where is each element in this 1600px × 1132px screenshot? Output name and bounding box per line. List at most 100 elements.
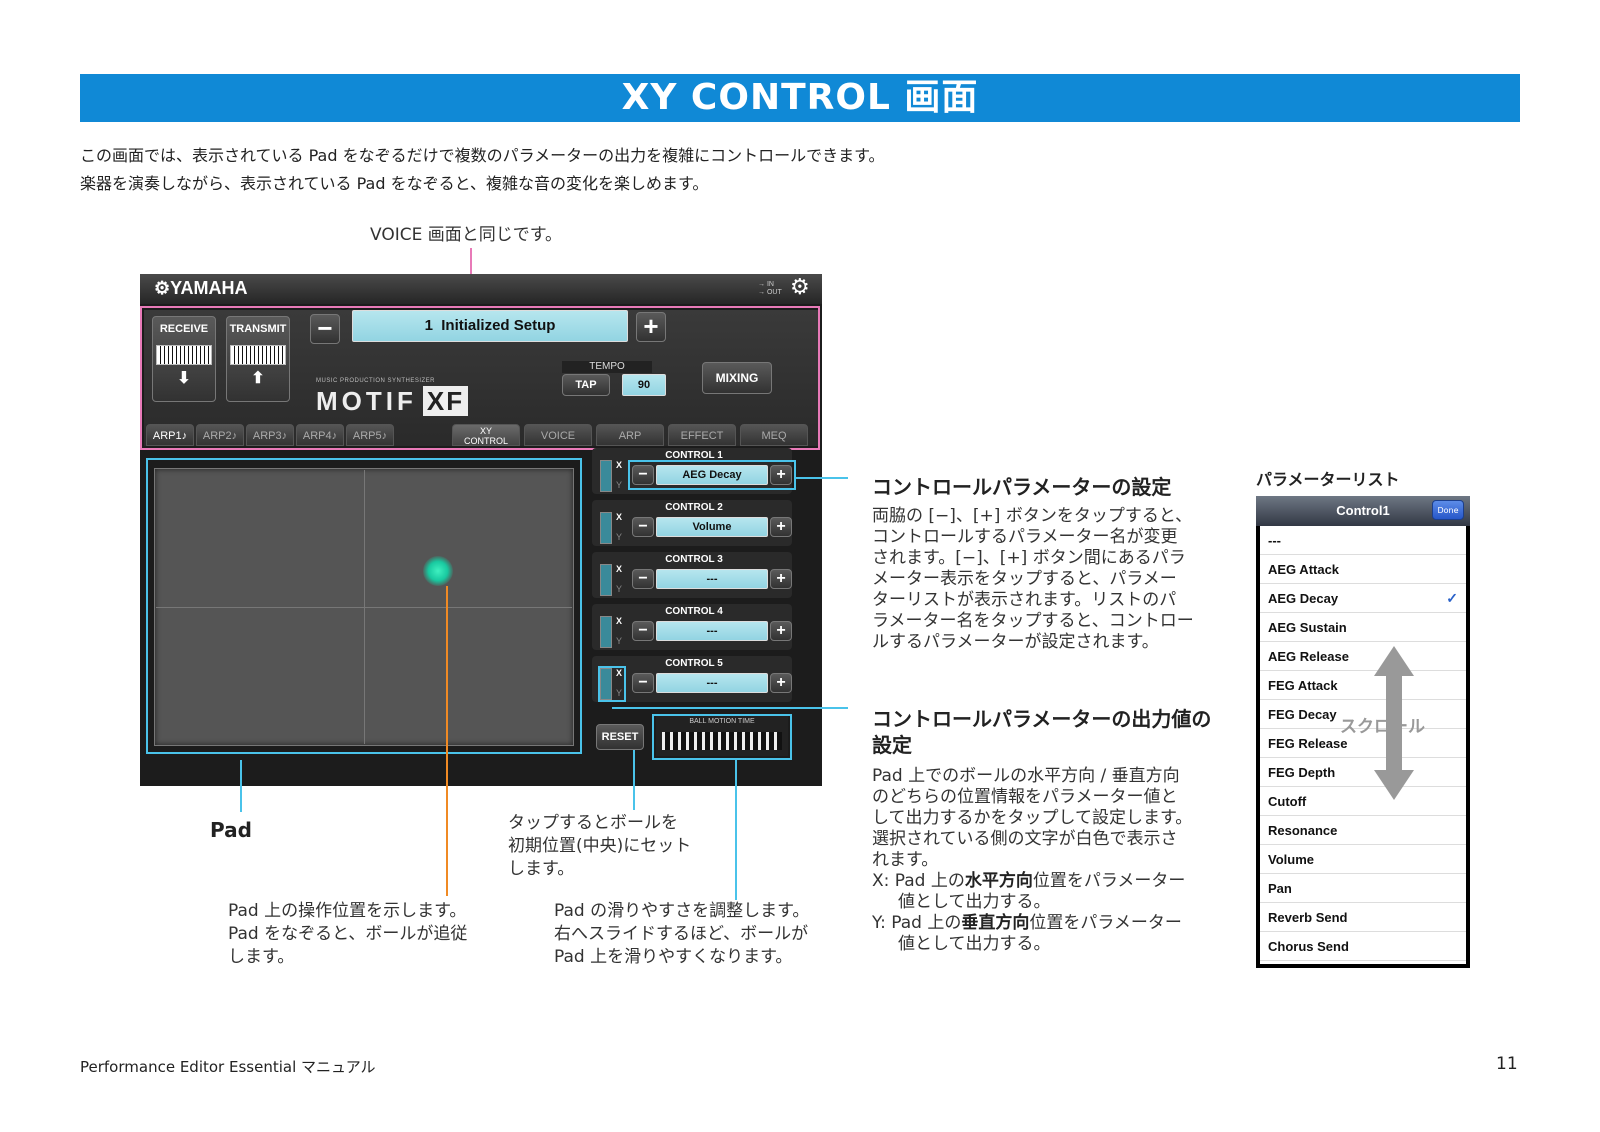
- list-item[interactable]: AEG Sustain: [1260, 613, 1466, 642]
- tab-effect[interactable]: EFFECT: [668, 424, 736, 446]
- control-3-y[interactable]: Y: [616, 584, 623, 594]
- tab-arp5[interactable]: ARP5♪: [346, 424, 394, 446]
- control-4-y[interactable]: Y: [616, 636, 623, 646]
- mixing-button[interactable]: MIXING: [702, 362, 772, 394]
- list-item[interactable]: FEG Attack: [1260, 671, 1466, 700]
- list-item[interactable]: FEG Decay: [1260, 700, 1466, 729]
- control-2-xy-switch[interactable]: [600, 512, 612, 544]
- tab-arp3[interactable]: ARP3♪: [246, 424, 294, 446]
- transmit-button[interactable]: TRANSMIT ⬆: [226, 316, 290, 402]
- done-button[interactable]: Done: [1432, 500, 1464, 520]
- control-2-value[interactable]: Volume: [656, 517, 768, 537]
- receive-button[interactable]: RECEIVE ⬇: [152, 316, 216, 402]
- control-4-xy-switch[interactable]: [600, 616, 612, 648]
- control-2-plus-button[interactable]: +: [770, 517, 792, 537]
- control-1-value[interactable]: AEG Decay: [656, 465, 768, 485]
- control-4-minus-button[interactable]: −: [632, 621, 654, 641]
- control-2-y[interactable]: Y: [616, 532, 623, 542]
- control-3-minus-button[interactable]: −: [632, 569, 654, 589]
- checkmark-icon: ✓: [1446, 590, 1458, 606]
- keyboard-icon: [230, 345, 286, 365]
- ball-motion-time-label: BALL MOTION TIME: [689, 718, 755, 725]
- voice-note: VOICE 画面と同じです。: [370, 225, 563, 245]
- list-item[interactable]: Chorus Send: [1260, 932, 1466, 961]
- ball-motion-time-slider[interactable]: BALL MOTION TIME: [656, 716, 788, 756]
- app-screenshot: ⚙YAMAHA → IN → OUT ⚙ RECEIVE ⬇ TRANSMIT …: [140, 274, 822, 786]
- control-1-minus-button[interactable]: −: [632, 465, 654, 485]
- ball-motion-time-bar[interactable]: [662, 732, 782, 750]
- control-4-x[interactable]: X: [616, 616, 623, 626]
- control-5-value[interactable]: ---: [656, 673, 768, 693]
- control-1-plus-button[interactable]: +: [770, 465, 792, 485]
- gear-icon[interactable]: ⚙: [790, 275, 810, 300]
- tempo-value[interactable]: 90: [622, 374, 666, 396]
- control-1-label: CONTROL 1: [665, 450, 723, 461]
- keyboard-icon: [156, 345, 212, 365]
- tab-arp2[interactable]: ARP2♪: [196, 424, 244, 446]
- tab-arp[interactable]: ARP: [596, 424, 664, 446]
- control-3-label: CONTROL 3: [665, 554, 723, 565]
- pad-label: Pad: [210, 818, 252, 842]
- tab-arp1[interactable]: ARP1♪: [146, 424, 194, 446]
- tap-button[interactable]: TAP: [562, 374, 610, 396]
- control-3-plus-button[interactable]: +: [770, 569, 792, 589]
- tab-meq[interactable]: MEQ: [740, 424, 808, 446]
- control-2-label: CONTROL 2: [665, 502, 723, 513]
- intro-text: この画面では、表示されている Pad をなぞるだけで複数のパラメーターの出力を複…: [80, 142, 885, 198]
- arrow-up-icon: ⬆: [251, 370, 265, 387]
- control-5-minus-button[interactable]: −: [632, 673, 654, 693]
- control-1-y[interactable]: Y: [616, 480, 623, 490]
- list-item[interactable]: AEG Decay ✓: [1260, 584, 1466, 613]
- control-3-value[interactable]: ---: [656, 569, 768, 589]
- control-3-x[interactable]: X: [616, 564, 623, 574]
- list-item[interactable]: Reverb Send: [1260, 903, 1466, 932]
- control-5-xy-switch[interactable]: [600, 668, 612, 700]
- control-3-xy-switch[interactable]: [600, 564, 612, 596]
- control-param-connector: [796, 477, 848, 479]
- control-5-y[interactable]: Y: [616, 688, 623, 698]
- list-item[interactable]: Cutoff: [1260, 787, 1466, 816]
- ball-connector: [446, 586, 448, 896]
- scroll-down-arrow-icon: [1374, 770, 1414, 800]
- tab-arp4[interactable]: ARP4♪: [296, 424, 344, 446]
- control-1-xy-switch[interactable]: [600, 460, 612, 492]
- control-1-x[interactable]: X: [616, 460, 623, 470]
- footer-manual-title: Performance Editor Essential マニュアル: [80, 1058, 376, 1076]
- arrow-down-icon: ⬇: [177, 370, 191, 387]
- xy-switch-highlight: [598, 666, 626, 702]
- page-number: 11: [1496, 1054, 1518, 1074]
- performance-minus-button[interactable]: −: [310, 314, 340, 344]
- performance-plus-button[interactable]: +: [636, 312, 666, 342]
- control-2-x[interactable]: X: [616, 512, 623, 522]
- control-5-x[interactable]: X: [616, 668, 623, 678]
- list-item[interactable]: AEG Attack: [1260, 555, 1466, 584]
- control-5-label: CONTROL 5: [665, 658, 723, 669]
- control-4-value[interactable]: ---: [656, 621, 768, 641]
- reset-note: タップするとボールを 初期位置(中央)にセット します。: [508, 813, 692, 879]
- pad-connector: [240, 760, 242, 812]
- control-param-highlight: [628, 460, 796, 490]
- reset-button[interactable]: RESET: [596, 724, 644, 750]
- list-item[interactable]: FEG Release: [1260, 729, 1466, 758]
- list-item[interactable]: ---: [1260, 526, 1466, 555]
- list-item[interactable]: FEG Depth: [1260, 758, 1466, 787]
- control-5-plus-button[interactable]: +: [770, 673, 792, 693]
- scroll-arrow-shaft: [1386, 674, 1402, 772]
- list-item[interactable]: AEG Release: [1260, 642, 1466, 671]
- xy-switch-connector: [612, 707, 848, 709]
- ball-motion-connector: [735, 760, 737, 900]
- list-item[interactable]: Resonance: [1260, 816, 1466, 845]
- scroll-up-arrow-icon: [1374, 646, 1414, 676]
- ball-motion-highlight: [652, 714, 792, 760]
- list-item[interactable]: Pan: [1260, 874, 1466, 903]
- control-2-minus-button[interactable]: −: [632, 517, 654, 537]
- control-4-plus-button[interactable]: +: [770, 621, 792, 641]
- param-list-screenshot: Control1 Done --- AEG Attack AEG Decay ✓…: [1256, 496, 1470, 968]
- tab-voice[interactable]: VOICE: [524, 424, 592, 446]
- list-item[interactable]: Volume: [1260, 845, 1466, 874]
- pad-ball[interactable]: [423, 556, 453, 586]
- performance-display[interactable]: 1 Initialized Setup: [352, 310, 628, 342]
- output-description: Pad 上でのボールの水平方向 / 垂直方向 のどちらの位置情報をパラメーター値…: [872, 766, 1193, 954]
